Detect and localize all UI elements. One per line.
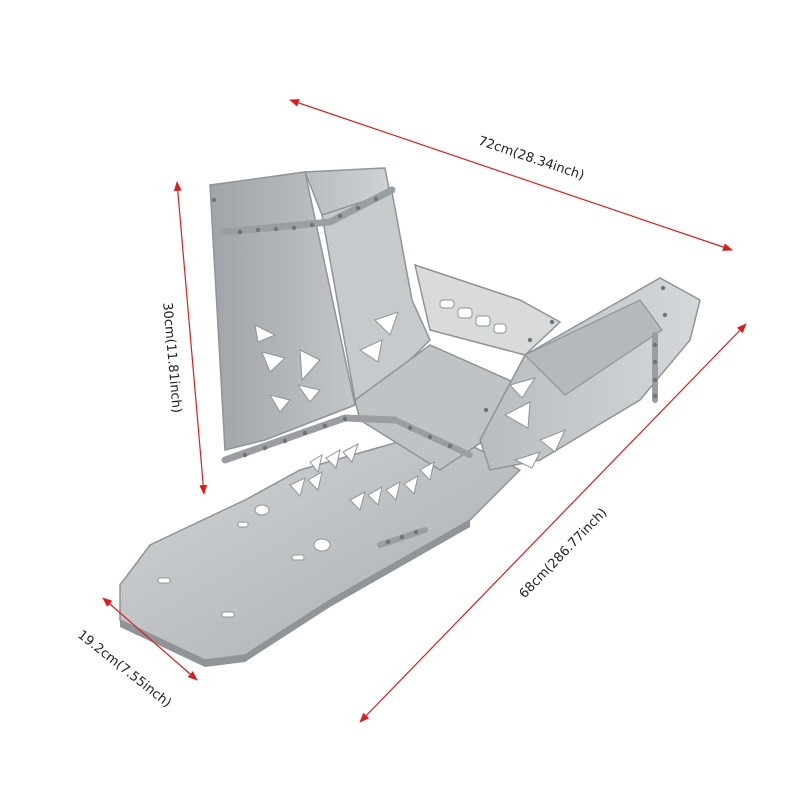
top-dimension-label: 72cm(28.34inch) <box>476 134 586 184</box>
dimension-arrows <box>102 99 747 723</box>
plate-holes <box>157 504 331 618</box>
left-dimension-label: 30cm(11.81inch) <box>159 302 184 414</box>
skid-plate <box>119 167 701 667</box>
right-dimension-arrow <box>359 323 747 723</box>
top-dimension-arrow <box>289 99 733 251</box>
right-dimension-label: 68cm(286.77inch) <box>517 506 611 602</box>
left-dimension-arrow <box>173 181 208 495</box>
bottom-left-dimension-arrow <box>102 597 198 681</box>
back-center-wall <box>413 263 562 356</box>
